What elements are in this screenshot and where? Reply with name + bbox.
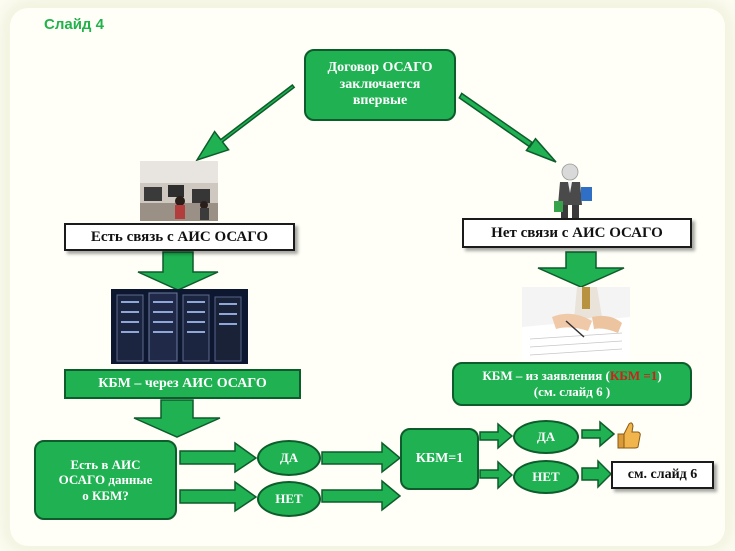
connected-label: Есть связь с АИС ОСАГО (90, 228, 269, 245)
kbm-via-ais-label: КБМ – через АИС ОСАГО (98, 375, 267, 391)
question-line3: о КБМ? (82, 487, 129, 503)
kbm-from-application-box: КБМ – из заявления (КБМ =1) (см. слайд 6… (452, 362, 692, 406)
thumbs-up-icon (614, 420, 642, 450)
office-photo (140, 161, 218, 221)
left-yes-ellipse: ДА (257, 440, 321, 476)
left-no-label: НЕТ (275, 491, 303, 507)
businessman-figure-icon (548, 163, 600, 221)
arrow-yes-to-thumb (581, 420, 616, 448)
arrow-left-down-1 (137, 251, 219, 291)
first-contract-line1: Договор ОСАГО (327, 59, 433, 75)
not-connected-label: Нет связи с АИС ОСАГО (491, 224, 663, 241)
right-yes-ellipse: ДА (513, 420, 579, 454)
see-slide-6-box: см. слайд 6 (611, 461, 714, 489)
left-yes-label: ДА (279, 450, 299, 466)
first-contract-line2: заключается (339, 76, 421, 92)
kbm-from-application-line1: КБМ – из заявления (КБМ =1) (482, 368, 661, 384)
arrow-yes-to-kbm (321, 441, 402, 474)
arrow-left-down-2 (133, 399, 221, 438)
connected-label-box: Есть связь с АИС ОСАГО (64, 223, 295, 251)
right-no-label: НЕТ (532, 469, 560, 485)
slide-label: Слайд 4 (44, 16, 104, 33)
kbm-from-pre: КБМ – из заявления ( (482, 368, 610, 384)
arrow-question-to-yes (179, 441, 258, 474)
arrow-kbm-to-no (479, 460, 514, 490)
arrow-no-to-see (581, 459, 613, 489)
kbm-data-question-box: Есть в АИС ОСАГО данные о КБМ? (34, 440, 177, 520)
arrow-top-to-left (195, 83, 296, 162)
see-slide-6-note: (см. слайд 6 ) (533, 384, 611, 399)
right-yes-label: ДА (536, 429, 556, 445)
see-slide-6-label: см. слайд 6 (627, 467, 698, 482)
question-line1: Есть в АИС (70, 456, 141, 472)
first-contract-box: Договор ОСАГО заключается впервые (304, 49, 456, 121)
arrow-no-to-kbm (321, 479, 402, 512)
arrow-right-down-1 (537, 251, 625, 288)
left-no-ellipse: НЕТ (257, 481, 321, 517)
kbm-via-ais-box: КБМ – через АИС ОСАГО (64, 369, 301, 399)
kbm-equals-one-highlight: КБМ =1 (609, 368, 658, 384)
arrow-question-to-no (179, 480, 258, 513)
arrow-top-to-right (458, 92, 557, 163)
first-contract-line3: впервые (352, 93, 408, 109)
server-room-photo (111, 289, 248, 364)
right-no-ellipse: НЕТ (513, 460, 579, 494)
kbm-one-label: КБМ=1 (415, 450, 464, 466)
arrow-kbm-to-yes (479, 422, 514, 450)
hand-writing-photo (522, 287, 630, 360)
question-line2: ОСАГО данные (58, 472, 153, 488)
kbm-from-post: ) (657, 368, 662, 384)
not-connected-label-box: Нет связи с АИС ОСАГО (462, 218, 692, 248)
kbm-one-box: КБМ=1 (400, 428, 479, 490)
